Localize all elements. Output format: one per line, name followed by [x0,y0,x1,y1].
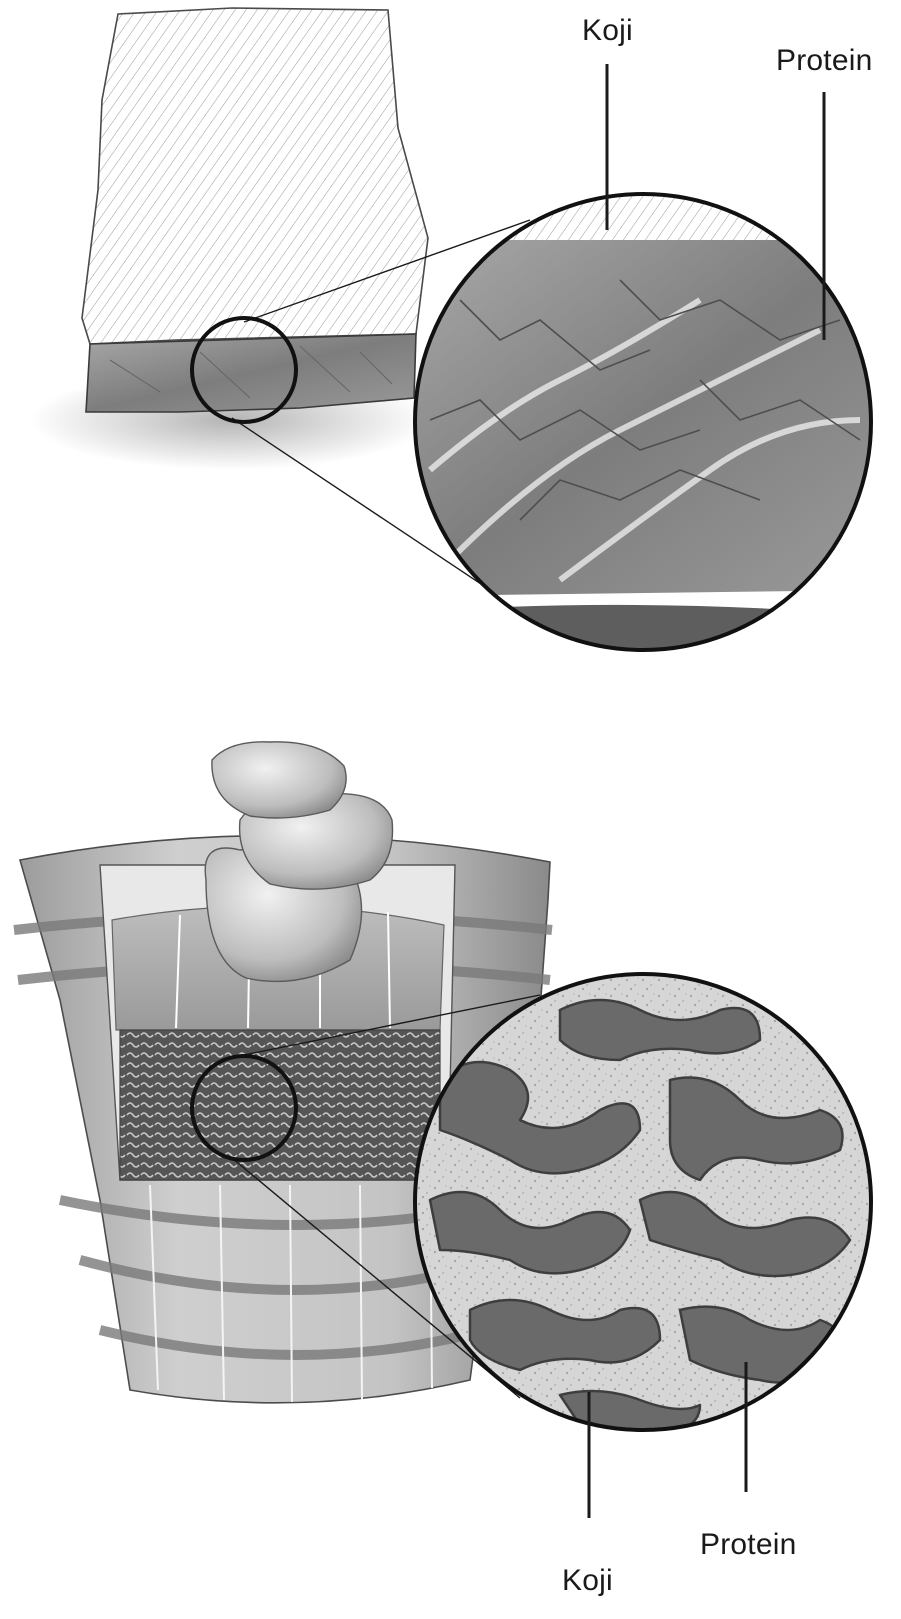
label-protein-top: Protein [776,44,872,78]
label-koji-bottom: Koji [562,1564,613,1598]
label-protein-bottom: Protein [700,1528,796,1562]
zoom-meat-cross-section [410,190,880,660]
label-koji-top: Koji [582,14,633,48]
meat-block [30,8,430,470]
zoom-barrel-cross-section [410,970,880,1440]
